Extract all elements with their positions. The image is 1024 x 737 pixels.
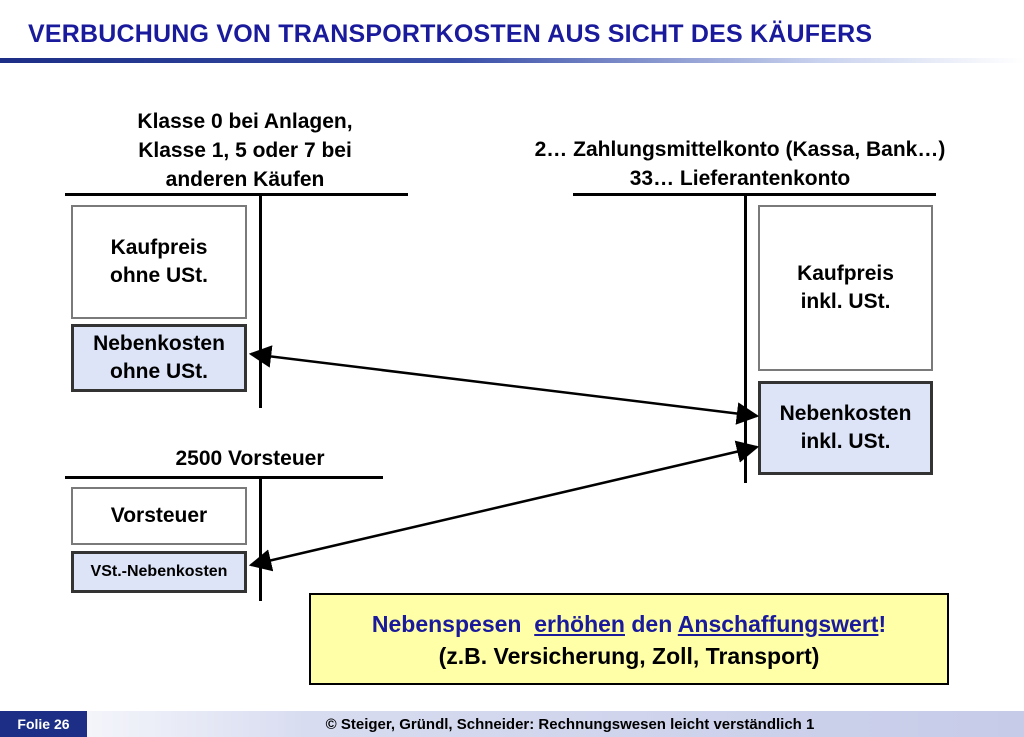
vat-account-title: 2500 Vorsteuer <box>175 447 325 470</box>
vat-account-t-vertical <box>259 477 262 601</box>
note-part-5: ! <box>878 611 887 637</box>
title-underline <box>0 58 1024 63</box>
asset-incidental-costs-line-1: Nebenkosten <box>93 332 225 355</box>
footer-bar <box>0 711 1024 737</box>
footer-copyright: © Steiger, Gründl, Schneider: Rechnungsw… <box>325 715 815 733</box>
slide-title: VERBUCHUNG VON TRANSPORTKOSTEN AUS SICHT… <box>28 20 873 48</box>
payment-account-t-vertical <box>744 194 747 483</box>
asset-account-t-vertical <box>259 194 262 408</box>
payment-incidental-costs-line-2: inkl. USt. <box>800 430 891 453</box>
asset-incidental-costs-box: Nebenkosten ohne USt. <box>71 324 247 392</box>
payment-account-title-line-2: 33… Lieferantenkonto <box>629 167 851 190</box>
payment-purchase-price-line-2: inkl. USt. <box>800 290 891 313</box>
slide-number: Folie 26 <box>0 711 87 737</box>
note-part-1: Nebenspesen <box>371 611 522 637</box>
note-line-1: Nebenspesen erhöhen den Anschaffungswert… <box>311 608 947 640</box>
asset-account-title: Klasse 0 bei Anlagen, Klasse 1, 5 oder 7… <box>90 107 400 194</box>
asset-incidental-costs-line-2: ohne USt. <box>110 360 208 383</box>
payment-purchase-price-line-1: Kaufpreis <box>797 262 894 285</box>
payment-incidental-costs-line-1: Nebenkosten <box>779 402 912 425</box>
asset-purchase-price-box: Kaufpreis ohne USt. <box>71 205 247 319</box>
note-part-4: Anschaffungswert <box>677 611 879 637</box>
vat-account-t-horizontal <box>65 476 383 479</box>
note-part-3: den <box>631 611 673 637</box>
asset-account-t-horizontal <box>65 193 408 196</box>
note-part-2: erhöhen <box>534 611 625 637</box>
vat-incidental-costs-box: VSt.-Nebenkosten <box>71 551 247 593</box>
payment-account-t-horizontal <box>573 193 936 196</box>
asset-account-title-line-2: Klasse 1, 5 oder 7 bei <box>138 139 352 162</box>
asset-account-title-line-1: Klasse 0 bei Anlagen, <box>137 110 353 133</box>
asset-account-title-line-3: anderen Käufen <box>165 168 325 191</box>
payment-account-title-line-1: 2… Zahlungsmittelkonto (Kassa, Bank…) <box>534 138 946 161</box>
incidental-costs-note: Nebenspesen erhöhen den Anschaffungswert… <box>309 593 949 685</box>
vat-box: Vorsteuer <box>71 487 247 545</box>
payment-incidental-costs-box: Nebenkosten inkl. USt. <box>758 381 933 475</box>
asset-purchase-price-line-2: ohne USt. <box>110 264 208 287</box>
payment-account-title: 2… Zahlungsmittelkonto (Kassa, Bank…) 33… <box>470 135 1010 193</box>
arrow-incidental-costs-to-asset <box>248 345 760 425</box>
asset-purchase-price-line-1: Kaufpreis <box>110 236 208 259</box>
payment-purchase-price-box: Kaufpreis inkl. USt. <box>758 205 933 371</box>
note-line-2: (z.B. Versicherung, Zoll, Transport) <box>438 643 820 669</box>
